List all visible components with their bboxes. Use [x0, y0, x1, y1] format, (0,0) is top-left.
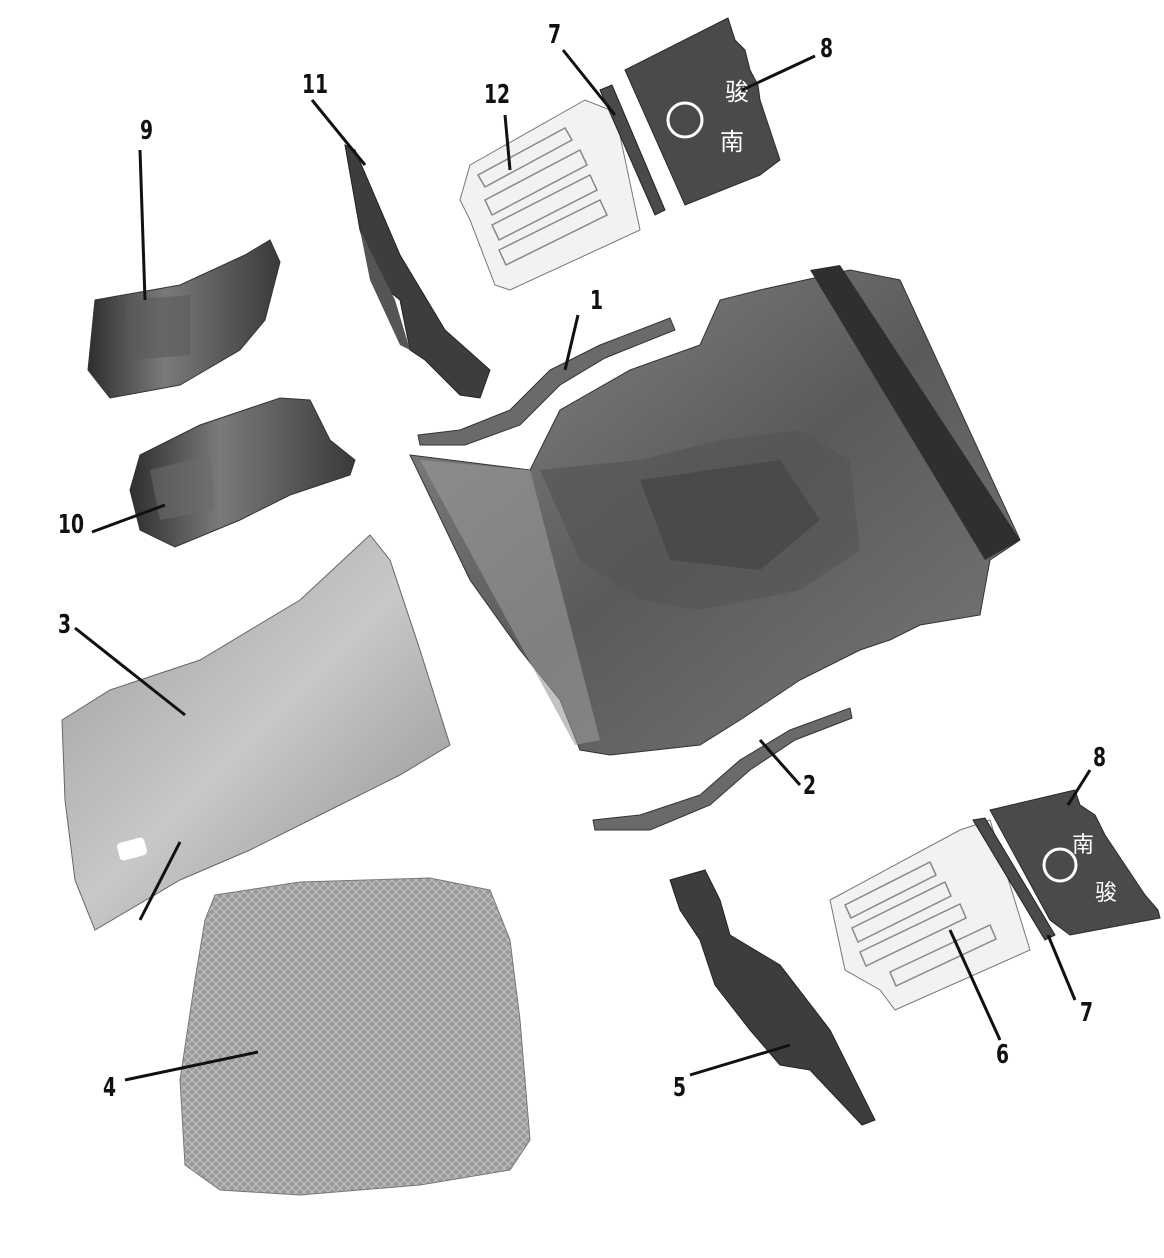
svg-text:南: 南	[720, 128, 744, 156]
svg-text:骏: 骏	[725, 78, 749, 106]
callout-12: 12	[484, 80, 511, 110]
callout-1: 1	[590, 286, 604, 316]
leader-7a	[561, 49, 617, 116]
leader-11	[310, 99, 367, 166]
mat-cutout	[117, 837, 147, 861]
callout-6: 6	[996, 1040, 1010, 1070]
leader-2	[758, 739, 802, 786]
leader-8b	[1066, 769, 1092, 806]
part-10-wheelhouse-liner-lower	[129, 397, 356, 548]
callout-9: 9	[140, 116, 154, 146]
leader-12	[503, 114, 512, 171]
callout-7-right: 7	[1080, 998, 1094, 1028]
part-3-floor-mat	[61, 534, 451, 931]
callout-3: 3	[58, 610, 72, 640]
callout-8-right: 8	[1093, 743, 1107, 773]
part-1-cross-rail-front	[417, 317, 676, 446]
callout-7-left: 7	[548, 20, 562, 50]
part-9-wheelhouse-liner-upper	[87, 239, 281, 399]
callout-4: 4	[103, 1073, 117, 1103]
part-2-cross-rail-rear	[592, 707, 853, 831]
part-8-mudflap-left: 南 骏	[624, 17, 781, 206]
leader-5	[689, 1043, 791, 1077]
callout-10: 10	[58, 510, 85, 540]
leader-6	[948, 929, 1002, 1041]
leader-4	[124, 1050, 259, 1082]
main-floor-pan	[409, 265, 1021, 756]
svg-text:南: 南	[1072, 833, 1094, 858]
leader-10	[91, 503, 166, 534]
part-7-retaining-strip-left	[599, 84, 666, 216]
leader-1	[563, 314, 580, 371]
part-4-insulation-pad	[179, 877, 531, 1196]
leader-8a	[741, 54, 816, 92]
callout-2: 2	[803, 771, 817, 801]
part-8-mudflap-right: 南 骏	[989, 789, 1161, 936]
leader-3	[74, 626, 186, 717]
part-12-step-plate-left	[459, 99, 641, 291]
callout-11: 11	[302, 70, 329, 100]
leader-9	[138, 149, 147, 301]
part-11-side-bracket-left	[344, 144, 491, 399]
part-6-step-plate-right	[829, 819, 1031, 1011]
callout-8-left: 8	[820, 34, 834, 64]
leader-7b	[1046, 934, 1077, 1001]
leader-lines	[74, 49, 1092, 1082]
callout-5: 5	[673, 1073, 687, 1103]
svg-text:骏: 骏	[1095, 881, 1117, 906]
part-7-retaining-strip-right	[972, 817, 1056, 941]
leader-3b	[138, 841, 182, 921]
part-5-side-bracket-right	[669, 869, 876, 1126]
